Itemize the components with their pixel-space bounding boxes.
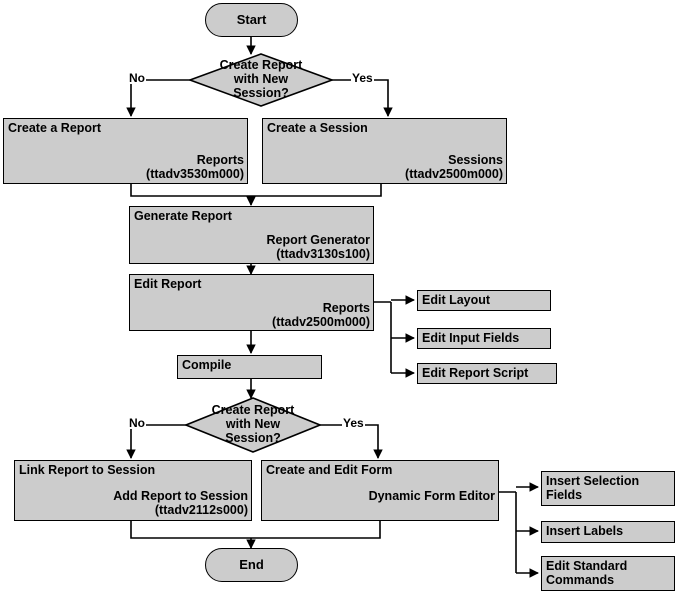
decision-top-shape bbox=[189, 53, 333, 107]
node-generate-report[interactable]: Generate Report Report Generator (ttadv3… bbox=[129, 206, 374, 264]
node-link-report-to-session-code: (ttadv2112s000) bbox=[154, 503, 248, 517]
node-edit-standard-commands[interactable]: Edit Standard Commands bbox=[541, 556, 675, 591]
node-edit-report-code: (ttadv2500m000) bbox=[272, 315, 370, 329]
node-start-label: Start bbox=[236, 11, 267, 27]
node-create-a-session-subtitle: Sessions bbox=[448, 153, 503, 167]
node-decision-bottom[interactable]: Create Report with New Session? bbox=[185, 397, 321, 453]
decision-bottom-shape bbox=[185, 397, 321, 453]
edge-label-top-no: No bbox=[128, 71, 146, 85]
node-link-report-to-session-subtitle: Add Report to Session bbox=[113, 489, 248, 503]
node-create-and-edit-form-subtitle: Dynamic Form Editor bbox=[368, 489, 495, 503]
node-create-a-session-code: (ttadv2500m000) bbox=[405, 167, 503, 181]
edge-label-top-yes: Yes bbox=[351, 71, 374, 85]
node-end-label: End bbox=[239, 556, 264, 572]
node-edit-report-subtitle: Reports bbox=[322, 301, 370, 315]
node-link-report-to-session-title: Link Report to Session bbox=[19, 463, 156, 477]
edge-merge-bottom bbox=[130, 521, 381, 539]
node-create-a-report-code: (ttadv3530m000) bbox=[146, 167, 244, 181]
node-insert-selection-fields-title: Insert Selection Fields bbox=[546, 474, 640, 502]
node-end[interactable]: End bbox=[205, 548, 298, 582]
node-create-and-edit-form-title: Create and Edit Form bbox=[266, 463, 393, 477]
node-generate-report-title: Generate Report bbox=[134, 209, 232, 223]
node-generate-report-subtitle: Report Generator bbox=[266, 233, 371, 247]
node-start[interactable]: Start bbox=[205, 3, 298, 37]
node-compile[interactable]: Compile bbox=[177, 355, 322, 379]
node-create-a-session-title: Create a Session bbox=[267, 121, 368, 135]
node-edit-input-fields-title: Edit Input Fields bbox=[422, 331, 520, 345]
node-edit-report[interactable]: Edit Report Reports (ttadv2500m000) bbox=[129, 274, 374, 331]
node-generate-report-code: (ttadv3130s100) bbox=[276, 247, 370, 261]
node-decision-top[interactable]: Create Report with New Session? bbox=[189, 53, 333, 107]
node-edit-standard-commands-title: Edit Standard Commands bbox=[546, 559, 628, 587]
node-edit-layout[interactable]: Edit Layout bbox=[417, 290, 551, 311]
node-create-and-edit-form[interactable]: Create and Edit Form Dynamic Form Editor bbox=[261, 460, 499, 521]
node-create-a-session[interactable]: Create a Session Sessions (ttadv2500m000… bbox=[262, 118, 507, 184]
node-edit-report-script[interactable]: Edit Report Script bbox=[417, 363, 557, 384]
node-insert-labels[interactable]: Insert Labels bbox=[541, 521, 675, 543]
node-compile-title: Compile bbox=[182, 358, 232, 372]
edge-decision-top-yes bbox=[332, 79, 393, 117]
edge-decision-top-no bbox=[126, 79, 190, 117]
node-create-a-report-title: Create a Report bbox=[8, 121, 102, 135]
edge-label-bottom-no: No bbox=[128, 416, 146, 430]
edge-label-bottom-yes: Yes bbox=[342, 416, 365, 430]
node-create-a-report-subtitle: Reports bbox=[196, 153, 244, 167]
node-edit-report-title: Edit Report bbox=[134, 277, 202, 291]
node-edit-layout-title: Edit Layout bbox=[422, 293, 491, 307]
node-link-report-to-session[interactable]: Link Report to Session Add Report to Ses… bbox=[14, 460, 252, 521]
node-insert-selection-fields[interactable]: Insert Selection Fields bbox=[541, 471, 675, 506]
edge-merge-reports-sessions bbox=[130, 184, 382, 197]
edge-decision-bottom-yes bbox=[320, 424, 383, 459]
node-edit-input-fields[interactable]: Edit Input Fields bbox=[417, 328, 551, 349]
node-create-a-report[interactable]: Create a Report Reports (ttadv3530m000) bbox=[3, 118, 248, 184]
node-edit-report-script-title: Edit Report Script bbox=[422, 366, 529, 380]
node-insert-labels-title: Insert Labels bbox=[546, 524, 624, 538]
